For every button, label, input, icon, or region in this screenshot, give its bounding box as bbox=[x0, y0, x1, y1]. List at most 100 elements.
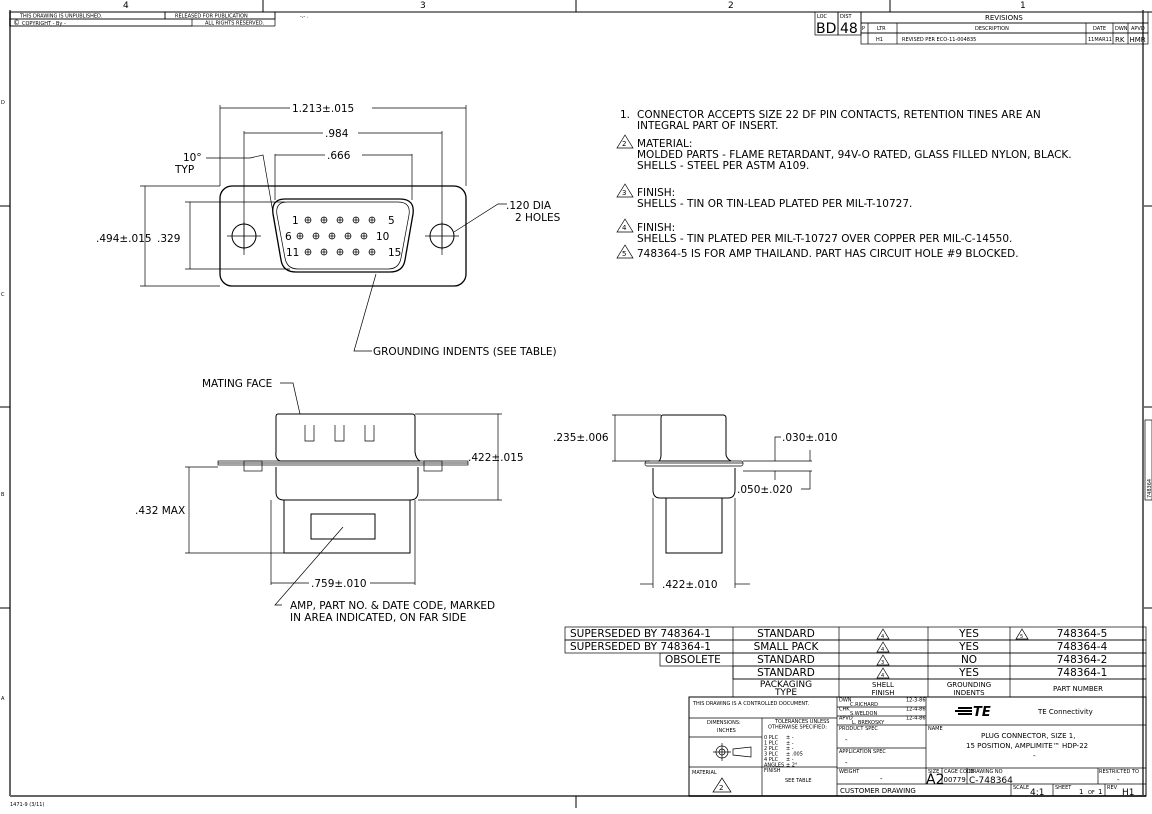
note-line: 748364-5 IS FOR AMP THAILAND. PART HAS C… bbox=[637, 248, 1019, 260]
sheet-label: SHEET bbox=[1055, 785, 1072, 791]
cage-code-label: CAGE CODE bbox=[944, 769, 974, 775]
rev-col-header: LTR bbox=[877, 26, 886, 32]
column-header: SHELL bbox=[872, 681, 894, 689]
note-line: SHELLS - TIN PLATED PER MIL-T-10727 OVER… bbox=[637, 233, 1012, 245]
pin-label: 5 bbox=[388, 215, 395, 227]
part-number-cell: 748364-4 bbox=[1057, 641, 1108, 653]
rev-apvd: HMR bbox=[1130, 36, 1146, 44]
finish-cell: 4 bbox=[881, 647, 884, 653]
dim-max-depth: .432 MAX bbox=[135, 505, 185, 517]
name-label: NAME bbox=[928, 726, 943, 732]
note-flag: 4 bbox=[622, 224, 627, 232]
tolerance-place: 3 PLC bbox=[764, 752, 779, 758]
sheet-value: 1 bbox=[1079, 788, 1083, 796]
released-label: RELEASED FOR PUBLICATION bbox=[175, 14, 248, 20]
dim-end-top: .235±.006 bbox=[553, 432, 609, 444]
product-spec-value: - bbox=[845, 736, 848, 744]
form-number: 1471-9 (3/11) bbox=[10, 802, 44, 808]
pin-grid bbox=[296, 216, 376, 256]
flag-icon bbox=[876, 628, 890, 640]
rev-col-header: DATE bbox=[1093, 26, 1106, 32]
zone-label: 3 bbox=[420, 1, 426, 11]
tolerance-row: 4 PLC ± - bbox=[764, 757, 794, 763]
flag-icon bbox=[1015, 628, 1029, 640]
rev-value: H1 bbox=[1122, 788, 1135, 798]
flag-icon bbox=[616, 218, 634, 233]
tolerance-place: 0 PLC bbox=[764, 735, 779, 741]
tolerance-title: TOLERANCES UNLESS bbox=[774, 719, 829, 725]
loc-value: BD bbox=[816, 21, 836, 37]
tolerance-value: ± - bbox=[786, 741, 794, 747]
pin-contact-icon bbox=[368, 248, 376, 256]
finish-cell: 4 bbox=[881, 634, 884, 640]
note-line: MOLDED PARTS - FLAME RETARDANT, 94V-O RA… bbox=[637, 149, 1072, 161]
rev-description: REVISED PER ECO-11-004835 bbox=[902, 37, 976, 43]
note-line: CONNECTOR ACCEPTS SIZE 22 DF PIN CONTACT… bbox=[637, 109, 1041, 121]
dim-angle-note: TYP bbox=[174, 164, 194, 176]
chk-date: 12-4-86 bbox=[906, 707, 926, 713]
apvd-date: 12-4-86 bbox=[906, 716, 926, 722]
pin-contact-icon bbox=[336, 248, 344, 256]
revisions-table: REVISIONS P LTR DESCRIPTION DATE DWN APV… bbox=[860, 11, 1149, 45]
rev-col-header: APVD bbox=[1131, 26, 1145, 32]
packaging-cell: SMALL PACK bbox=[754, 641, 820, 653]
front-view: 1.213±.015 .984 .666 10° TYP 1 bbox=[96, 103, 561, 287]
flag-icon bbox=[616, 134, 634, 149]
scale-value: 4:1 bbox=[1030, 788, 1044, 798]
pin-contact-icon bbox=[328, 232, 336, 240]
column-header: FINISH bbox=[871, 689, 894, 697]
table-row: H1 REVISED PER ECO-11-004835 11MAR11 RK … bbox=[876, 36, 1146, 44]
dim-hole-dia: .120 DIA bbox=[506, 200, 552, 212]
pin-contact-icon bbox=[304, 216, 312, 224]
note-line: SHELLS - STEEL PER ASTM A109. bbox=[637, 160, 809, 172]
flag-icon bbox=[616, 244, 634, 259]
column-header: TYPE bbox=[774, 688, 797, 698]
zone-label: B bbox=[1, 492, 5, 498]
note-flag: 5 bbox=[622, 250, 626, 258]
flag-icon bbox=[712, 777, 732, 793]
packaging-cell: STANDARD bbox=[757, 628, 815, 640]
marking-note: AMP, PART NO. & DATE CODE, MARKED bbox=[290, 600, 495, 612]
tolerance-place: 4 PLC bbox=[764, 757, 779, 763]
weight-label: WEIGHT bbox=[839, 769, 860, 775]
tolerance-row: 0 PLC± - bbox=[764, 735, 794, 741]
pin-label: 15 bbox=[388, 247, 401, 259]
mating-face-label: MATING FACE bbox=[202, 378, 272, 390]
dim-hole-spacing: .984 bbox=[325, 128, 349, 140]
column-header: GROUNDING bbox=[947, 681, 991, 689]
part-name: PLUG CONNECTOR, SIZE 1, bbox=[981, 732, 1075, 740]
flag-icon bbox=[616, 183, 634, 198]
dim-offset: .050±.020 bbox=[737, 484, 793, 496]
part-number-cell: 748364-1 bbox=[1057, 667, 1108, 679]
application-spec-value: - bbox=[845, 759, 848, 767]
zone-label: C bbox=[1, 292, 5, 298]
note-number: 1. bbox=[620, 109, 630, 121]
pin-label: 6 bbox=[285, 231, 292, 243]
dim-shell-height: .329 bbox=[157, 233, 180, 245]
drawing-no-label: DRAWING NO bbox=[969, 769, 1003, 775]
pin-label: 11 bbox=[286, 247, 299, 259]
tolerance-value: ± - bbox=[786, 757, 794, 763]
pin-contact-icon bbox=[368, 216, 376, 224]
notes: 1. CONNECTOR ACCEPTS SIZE 22 DF PIN CONTA… bbox=[616, 109, 1072, 260]
note-line: FINISH: bbox=[637, 187, 675, 199]
customer-drawing-label: CUSTOMER DRAWING bbox=[840, 787, 916, 795]
rev-label: REV bbox=[1107, 785, 1118, 791]
table-header: PACKAGINGTYPESHELLFINISHGROUNDINGINDENTS… bbox=[732, 678, 1147, 698]
title-block: THIS DRAWING IS A CONTROLLED DOCUMENT. D… bbox=[688, 696, 1147, 798]
marking-note: IN AREA INDICATED, ON FAR SIDE bbox=[290, 612, 466, 624]
dwn-date: 12-3-86 bbox=[906, 698, 926, 704]
note-item: 5 748364-5 IS FOR AMP THAILAND. PART HAS … bbox=[616, 244, 1019, 260]
pin-contact-icon bbox=[360, 232, 368, 240]
pin-contact-icon bbox=[344, 232, 352, 240]
note-line: INTEGRAL PART OF INSERT. bbox=[637, 120, 778, 132]
tolerance-value: ± 2° bbox=[786, 763, 798, 769]
dimensions-label: DIMENSIONS: bbox=[707, 720, 741, 726]
